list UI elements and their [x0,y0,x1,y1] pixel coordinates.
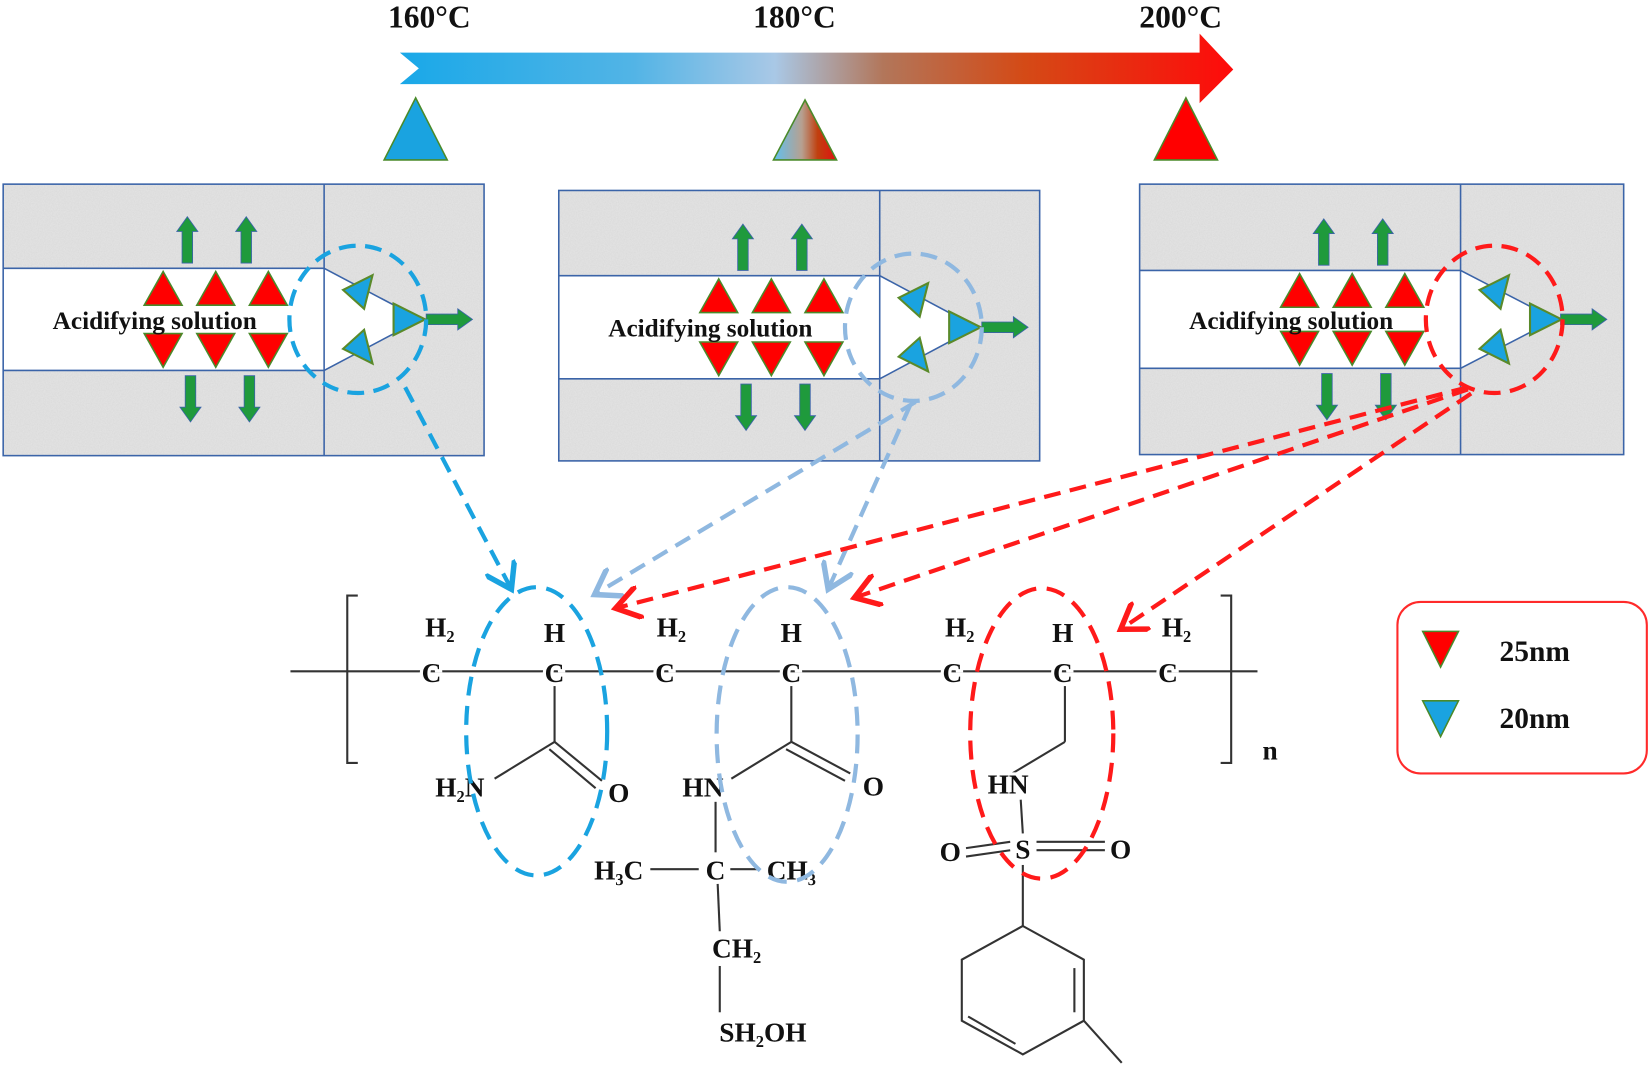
temp-label-200: 200°C [1139,0,1222,34]
atom-label-repeat-n: n [1263,736,1278,766]
fracture-tip-highlight [287,243,429,396]
arrow-200-to-amide [616,385,1469,608]
atom-label-carbon: C [942,658,962,688]
legend-blue-triangle-icon [1421,700,1460,739]
atom-label-carbon: C [1158,658,1178,688]
highlight-sulfonamide-group [968,586,1116,881]
atom-label-h2: H₂ [425,613,454,643]
atom-label-h: H [544,618,565,648]
atom-label-hn: HN [988,769,1029,799]
atom-label-sulfur: S [1015,835,1030,865]
fracture-channel [3,268,421,371]
acidifying-solution-label: Acidifying solution [608,315,812,343]
atom-label-oxygen: O [863,772,884,802]
fracture-tip-highlight [1423,243,1565,396]
arrow-180-to-amps [828,404,913,589]
atom-label-h: H [781,618,802,648]
atom-label-ch2: CH₂ [712,934,761,964]
temperature-gradient-arrow [399,33,1234,104]
legend-label-20nm: 20nm [1500,703,1571,735]
fracture-panel-2: Acidifying solution [557,189,1041,462]
temp-label-160: 160°C [388,0,471,34]
atom-label-h2: H₂ [945,613,974,643]
atom-label-h3c: H₃C [594,856,643,886]
polymer-structure [290,594,1258,1064]
atom-label-h: H [1052,618,1073,648]
atom-label-sh2oh: SH₂OH [719,1018,806,1048]
atom-label-oxygen: O [608,778,629,808]
atom-label-h2: H₂ [657,613,686,643]
atom-label-oxygen: O [940,837,961,867]
fracture-channel [1139,270,1556,369]
atom-label-carbon: C [422,658,442,688]
highlight-amps-group [714,585,860,884]
nanoparticle-20nm-icon [392,301,428,337]
temp-label-180: 180°C [753,0,836,34]
triangle-marker-180 [772,98,838,161]
arrow-180-to-amide [595,400,917,595]
fracture-panel-1: Acidifying solution [2,183,485,457]
atom-label-carbon: C [1053,658,1073,688]
triangle-marker-200 [1153,96,1219,161]
arrow-200-to-sulfonamide [1121,391,1473,630]
fracture-panel-3: Acidifying solution [1138,183,1625,456]
legend-red-triangle-icon [1421,630,1460,669]
triangle-marker-160 [382,96,449,161]
legend: 25nm 20nm [1396,600,1648,775]
atom-label-h2: H₂ [1162,613,1191,643]
atom-label-carbon: C [545,658,565,688]
nanoparticle-20nm-icon [1528,301,1564,337]
atom-label-oxygen: O [1110,835,1131,865]
fracture-channel [558,275,977,379]
atom-label-h2n: H₂N [435,773,484,803]
arrow-160-to-amide [403,386,511,589]
arrow-200-to-amps [854,387,1469,597]
atom-label-carbon: C [781,658,801,688]
atom-label-carbon: C [706,856,726,886]
acidifying-solution-label: Acidifying solution [53,307,257,335]
legend-label-25nm: 25nm [1500,636,1571,668]
atom-label-carbon: C [655,658,675,688]
highlight-amide-group [464,585,610,878]
acidifying-solution-label: Acidifying solution [1189,307,1393,335]
nanoparticle-20nm-icon [948,309,984,345]
